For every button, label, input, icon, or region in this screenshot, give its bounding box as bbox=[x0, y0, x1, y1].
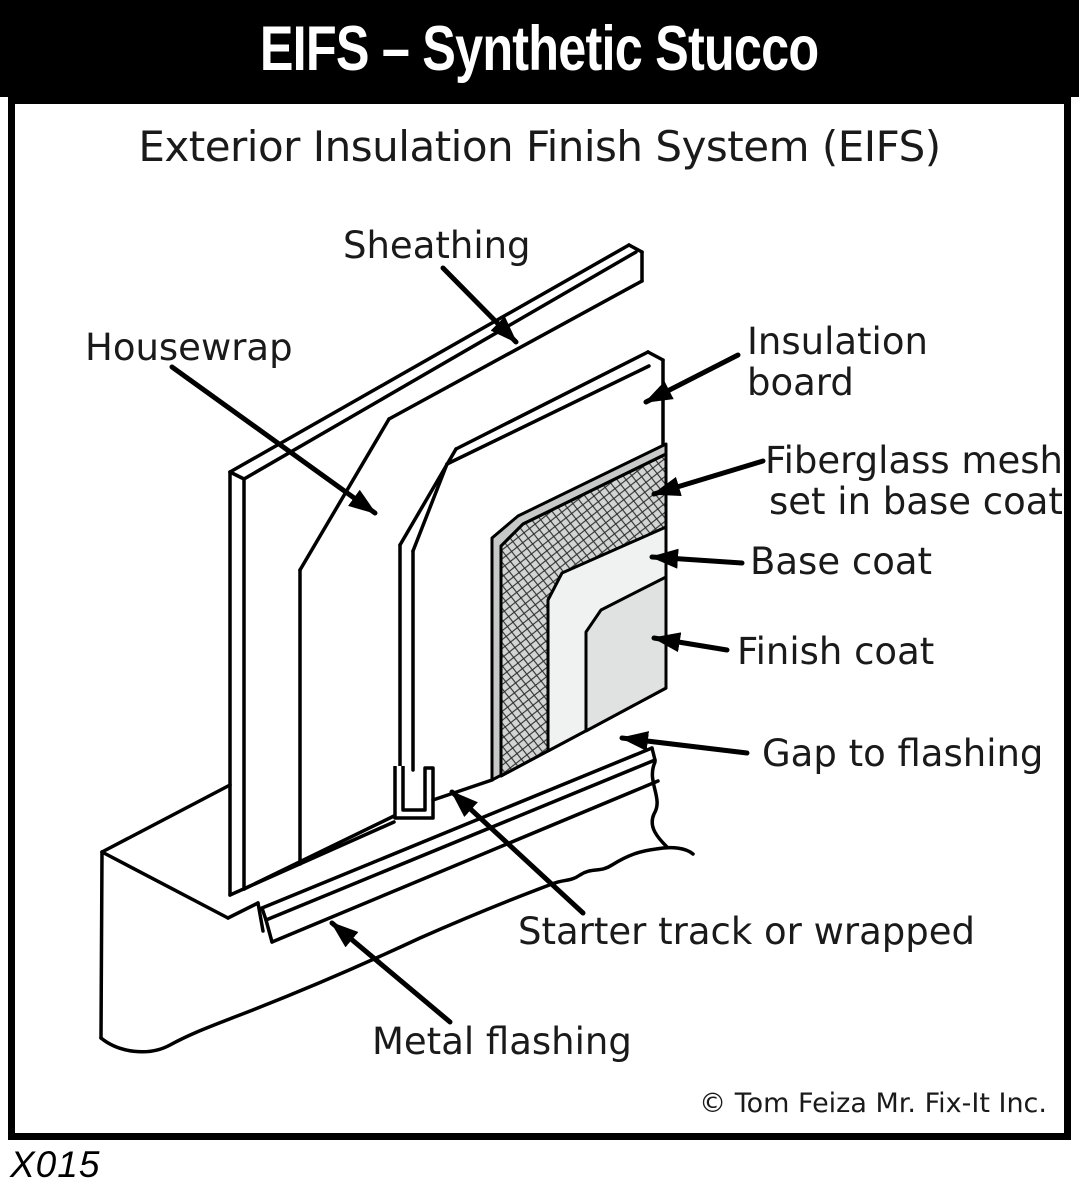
gap-to-flashing-arrow bbox=[619, 731, 750, 756]
metal-flashing-arrow bbox=[329, 920, 453, 1025]
housewrap-sheet bbox=[298, 279, 644, 866]
foundation bbox=[99, 760, 695, 1054]
label-mesh-line2: set in base coat bbox=[769, 480, 1063, 523]
sheathing-arrow bbox=[440, 265, 519, 345]
label-finish-coat: Finish coat bbox=[737, 630, 935, 673]
title-bar: EIFS – Synthetic Stucco bbox=[0, 0, 1079, 97]
starter-track-channel bbox=[393, 766, 435, 820]
label-housewrap: Housewrap bbox=[85, 326, 293, 369]
label-sheathing: Sheathing bbox=[343, 224, 531, 267]
copyright-note: © Tom Feiza Mr. Fix-It Inc. bbox=[699, 1088, 1047, 1119]
page-title: EIFS – Synthetic Stucco bbox=[260, 13, 819, 84]
diagram-panel bbox=[8, 97, 1071, 1140]
insulation-board-arrow bbox=[643, 352, 741, 405]
sheathing-panel bbox=[228, 243, 644, 897]
housewrap-arrow bbox=[169, 364, 378, 516]
insulation-board-panel bbox=[398, 350, 665, 772]
track-to-stack-line bbox=[431, 778, 494, 802]
label-fiberglass-mesh: Fiberglass mesh set in base coat bbox=[765, 440, 1063, 522]
figure-code: X015 bbox=[10, 1144, 101, 1185]
foundation-break-bottom bbox=[99, 845, 695, 1054]
label-base-coat: Base coat bbox=[750, 540, 933, 583]
label-gap-to-flashing: Gap to flashing bbox=[762, 732, 1044, 775]
label-insulation-line1: Insulation bbox=[747, 320, 928, 363]
metal-flashing-strip bbox=[260, 746, 660, 944]
label-mesh-line1: Fiberglass mesh bbox=[765, 439, 1063, 482]
diagram-subtitle: Exterior Insulation Finish System (EIFS) bbox=[138, 122, 941, 171]
finish-coat-face bbox=[584, 575, 668, 733]
label-starter-track: Starter track or wrapped bbox=[518, 910, 976, 953]
finish-coat-arrow bbox=[651, 632, 730, 653]
label-insulation-board: Insulation board bbox=[747, 321, 928, 403]
base-coat-arrow bbox=[649, 548, 745, 569]
label-insulation-line2: board bbox=[747, 361, 854, 404]
fiberglass-mesh-arrow bbox=[651, 458, 766, 497]
starter-track-arrow bbox=[449, 789, 586, 916]
foundation-break-right bbox=[650, 760, 669, 849]
label-metal-flashing: Metal flashing bbox=[372, 1020, 632, 1063]
